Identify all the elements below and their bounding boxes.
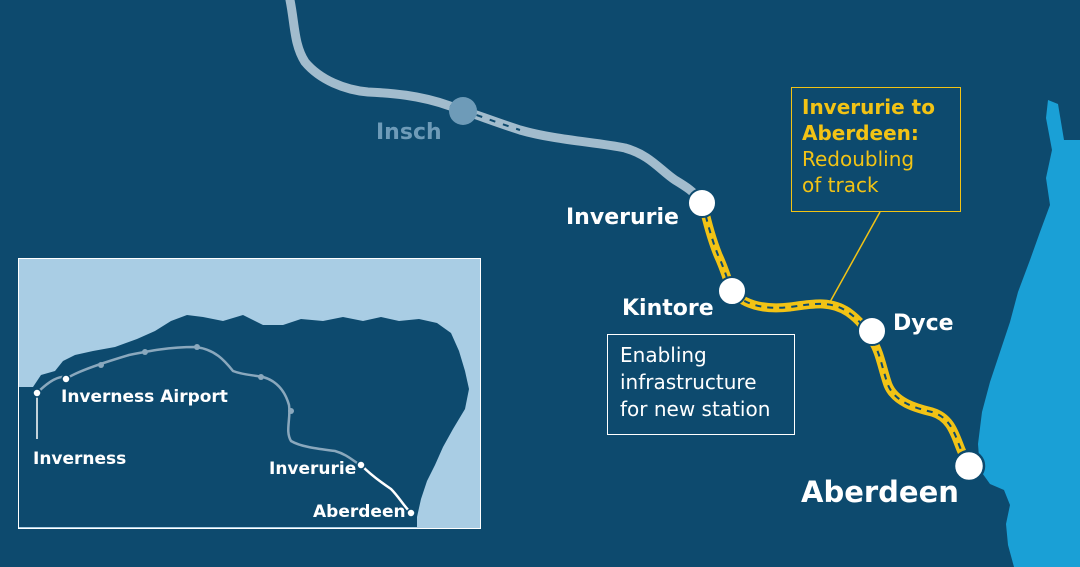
redoubling-callout: Inverurie to Aberdeen: Redoubling of tra… xyxy=(791,87,961,212)
station-marker-inverurie xyxy=(687,188,717,218)
inset-land xyxy=(19,315,469,527)
inset-marker-inverurie xyxy=(356,460,366,470)
inset-dot xyxy=(258,374,264,380)
inset-label-inverness-airport: Inverness Airport xyxy=(61,387,228,407)
inset-overview-map: Inverness Airport Inverness Inverurie Ab… xyxy=(18,258,481,529)
inset-dot xyxy=(288,408,294,414)
station-marker-insch xyxy=(449,97,477,125)
station-label-inverurie: Inverurie xyxy=(566,205,679,230)
station-marker-kintore xyxy=(717,276,747,306)
station-marker-aberdeen xyxy=(952,449,986,483)
station-label-aberdeen: Aberdeen xyxy=(801,475,959,509)
inset-upgrade-route xyxy=(360,464,412,514)
existing-route-line xyxy=(285,0,707,208)
redoubling-callout-body-1: Redoubling xyxy=(802,147,915,171)
station-label-kintore: Kintore xyxy=(622,296,714,321)
inset-map-graphic xyxy=(19,315,469,527)
inset-label-inverness: Inverness xyxy=(33,449,127,469)
upgrade-route-dashes xyxy=(702,203,969,467)
inset-marker-inverness-airport xyxy=(61,374,71,384)
inset-label-aberdeen: Aberdeen xyxy=(313,502,406,522)
redoubling-callout-title-1: Inverurie to xyxy=(802,95,935,119)
inset-label-inverurie: Inverurie xyxy=(269,459,357,479)
inset-existing-route xyxy=(36,345,362,467)
inset-dot xyxy=(194,344,200,350)
kintore-callout-line-3: for new station xyxy=(620,397,771,421)
station-marker-dyce xyxy=(857,316,887,346)
inset-dot xyxy=(142,349,148,355)
kintore-callout-line-1: Enabling xyxy=(620,343,707,367)
inset-marker-inverness xyxy=(32,388,42,398)
inset-marker-aberdeen xyxy=(406,508,416,518)
inset-dot xyxy=(98,362,104,368)
redoubling-callout-title-2: Aberdeen: xyxy=(802,121,919,145)
kintore-callout-line-2: infrastructure xyxy=(620,370,757,394)
callout-leader-line xyxy=(829,211,881,303)
coastline-land xyxy=(978,100,1080,567)
station-label-insch: Insch xyxy=(376,120,442,145)
redoubling-callout-body-2: of track xyxy=(802,173,879,197)
station-label-dyce: Dyce xyxy=(893,311,954,336)
kintore-station-callout: Enabling infrastructure for new station xyxy=(607,334,795,435)
